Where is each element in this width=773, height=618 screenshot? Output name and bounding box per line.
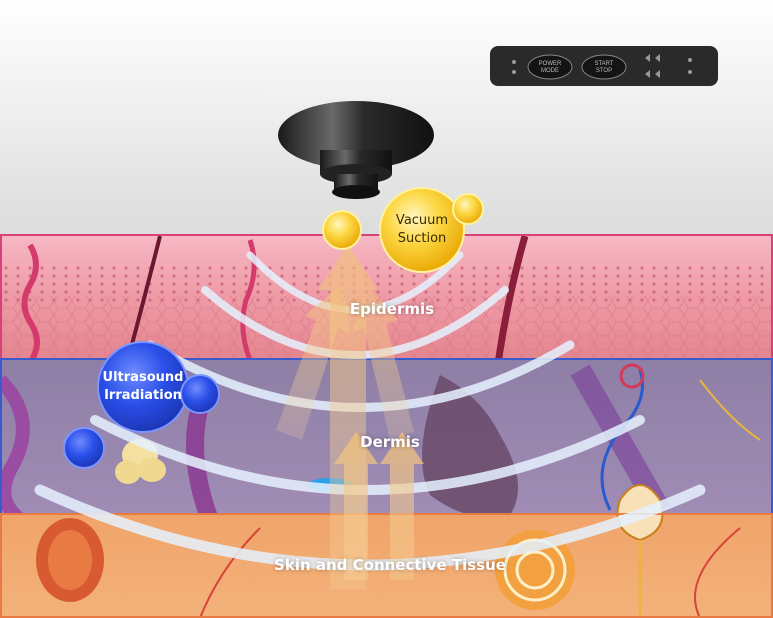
- start-stop-label: START STOP: [594, 61, 614, 74]
- power-mode-label: POWER MODE: [538, 61, 562, 74]
- vacuum-label-line1: Vacuum: [395, 213, 449, 228]
- ultrasound-irradiation-label: Ultrasound Irradiation: [103, 369, 184, 405]
- ultrasound-device: [262, 0, 773, 199]
- ultrasound-bubble-small: [180, 374, 220, 414]
- vacuum-bubble-small: [452, 193, 484, 225]
- ultrasound-label-line1: Ultrasound: [102, 370, 184, 385]
- indicator-icon: [688, 70, 692, 74]
- vacuum-suction-label: Vacuum Suction: [396, 212, 448, 248]
- blood-vessel: [21, 243, 40, 361]
- indicator-icon: [688, 58, 692, 62]
- arrow-up-icon: [334, 432, 378, 580]
- dermis-label: Dermis: [360, 433, 420, 451]
- energy-arrows: [276, 245, 424, 590]
- arrow-up-icon: [352, 286, 414, 440]
- power-mode-button[interactable]: [527, 54, 573, 80]
- vacuum-label-line2: Suction: [397, 231, 447, 246]
- arrow-up-icon: [276, 284, 350, 440]
- vacuum-bubble: [379, 187, 465, 273]
- ultrasound-label-line2: Irradiation: [104, 388, 182, 403]
- arrow-up-icon[interactable]: [645, 54, 660, 62]
- vacuum-suction-bubbles: [322, 187, 484, 273]
- start-stop-button[interactable]: [581, 54, 627, 80]
- receptor: [619, 363, 645, 389]
- arrow-down-icon[interactable]: [645, 70, 660, 78]
- device-head: [278, 101, 434, 169]
- tissue-label: Skin and Connective Tissue: [274, 556, 506, 574]
- nozzle-tip: [332, 185, 380, 199]
- ultrasound-bubble-small: [63, 427, 105, 469]
- indicator-icon: [512, 70, 516, 74]
- indicator-icon: [512, 60, 516, 64]
- ultrasound-irradiation-bubbles: [63, 341, 220, 469]
- tissue-border: [0, 513, 773, 618]
- epidermis-label: Epidermis: [349, 300, 435, 318]
- arrow-up-icon: [380, 432, 424, 580]
- vacuum-bubble-small: [322, 210, 362, 250]
